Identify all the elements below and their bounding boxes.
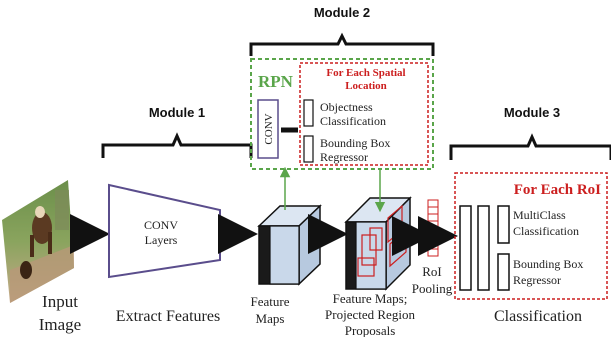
projected-label-line2: Projected Region [325, 307, 415, 322]
extract-features-label: Extract Features [116, 308, 220, 325]
rpn-bbox-label-line1: Bounding Box [320, 136, 390, 150]
roi-head-title: For Each RoI [514, 182, 601, 198]
module-1-brace [101, 132, 253, 158]
roi-bbox-box [497, 253, 510, 291]
input-image-label-line1: Input [42, 292, 78, 311]
rpn-title: RPN [258, 72, 294, 91]
rpn-conv-box [257, 99, 279, 159]
module-2-brace [249, 32, 435, 56]
fc-layer-2 [477, 205, 490, 291]
multiclass-label-line2: Classification [513, 224, 579, 238]
feature-maps-block [257, 204, 322, 286]
spatial-location-title-line1: For Each Spatial [326, 67, 405, 79]
roi-head-box [454, 172, 608, 300]
module-3-label: Module 3 [504, 105, 560, 120]
region-proposal-box [357, 257, 375, 277]
projected-label-line1: Feature Maps; [333, 291, 408, 306]
input-image-photo [2, 180, 74, 303]
conv-layers-block [108, 183, 221, 279]
multiclass-box [497, 205, 510, 244]
roi-pooling-label-line2: Pooling [412, 281, 453, 296]
fc-layer-1 [459, 205, 472, 291]
roi-bbox-label-line1: Bounding Box [513, 257, 583, 271]
objectness-label-line2: Classification [320, 114, 386, 128]
conv-layers-label-line2: Layers [145, 233, 178, 247]
roi-pooling-label-line1: RoI [422, 264, 442, 279]
projected-proposals-block [344, 196, 412, 291]
region-proposal-box [369, 227, 383, 251]
spatial-location-title-line2: Location [345, 80, 387, 92]
rpn-bbox-label-line2: Regressor [320, 150, 368, 164]
module-2-label: Module 2 [314, 5, 370, 20]
feature-maps-label-line1: Feature [251, 294, 290, 309]
module-1-label: Module 1 [149, 105, 205, 120]
classification-label: Classification [494, 308, 582, 325]
multiclass-label-line1: MultiClass [513, 208, 566, 222]
objectness-label-line1: Objectness [320, 100, 373, 114]
feature-maps-label-line2: Maps [256, 311, 285, 326]
module-3-brace [449, 133, 611, 160]
objectness-box [303, 99, 314, 127]
rpn-bbox-box [303, 135, 314, 163]
conv-layers-label-line1: CONV [144, 218, 178, 232]
input-image-label-line2: Image [39, 315, 81, 334]
roi-bbox-label-line2: Regressor [513, 273, 561, 287]
roi-pooling-vector [427, 199, 439, 257]
rpn-box [250, 58, 434, 170]
projected-label-line3: Proposals [345, 323, 396, 337]
rpn-conv-label: CONV [263, 113, 275, 144]
